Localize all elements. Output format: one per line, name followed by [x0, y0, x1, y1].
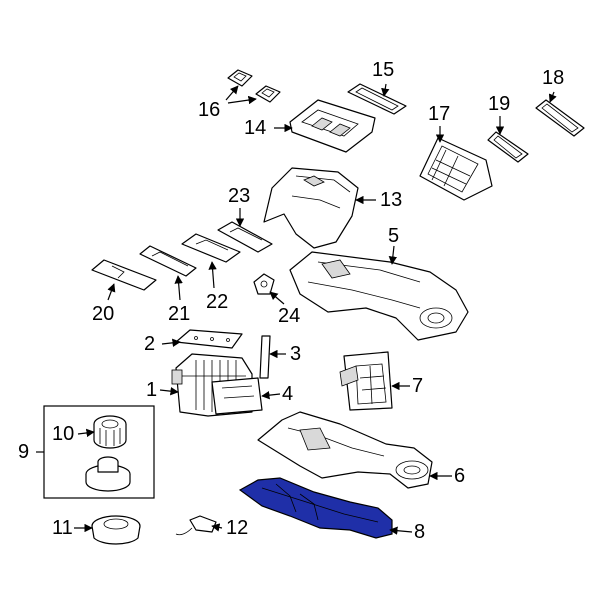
part-6-lower-housing — [257, 411, 433, 489]
callout-19: 19 — [488, 93, 511, 115]
callout-14: 14 — [244, 117, 267, 139]
callout-4: 4 — [282, 383, 294, 405]
part-5-main-housing — [289, 251, 469, 341]
callout-10: 10 — [52, 423, 75, 445]
part-13-upper-housing — [263, 167, 359, 249]
part-23-plate — [217, 221, 273, 253]
callout-2: 2 — [144, 333, 156, 355]
callout-22: 22 — [206, 291, 229, 313]
part-17-filter-housing — [419, 137, 493, 201]
callout-18: 18 — [542, 67, 565, 89]
callout-8: 8 — [414, 521, 426, 543]
part-7-core — [339, 351, 393, 411]
callout-17: 17 — [428, 103, 451, 125]
callout-5: 5 — [388, 225, 400, 247]
part-10-blower-wheel — [93, 415, 127, 449]
part-3-seal-strip — [259, 335, 271, 379]
part-12-resistor — [175, 515, 217, 536]
blower-motor — [85, 456, 131, 492]
callout-13: 13 — [380, 189, 403, 211]
part-19-filter — [487, 131, 529, 163]
callout-23: 23 — [228, 185, 251, 207]
leader-lines — [36, 83, 557, 535]
callout-11: 11 — [52, 517, 73, 539]
callout-12: 12 — [226, 517, 249, 539]
part-14-vent-panel — [289, 99, 376, 153]
part-16-gaskets — [227, 69, 281, 103]
callout-20: 20 — [92, 303, 115, 325]
part-24-actuator — [253, 273, 275, 295]
callout-9: 9 — [18, 441, 30, 463]
callout-16: 16 — [198, 99, 221, 121]
part-2-seal — [175, 329, 243, 349]
part-21-door — [139, 245, 197, 277]
callout-3: 3 — [290, 343, 302, 365]
callout-7: 7 — [412, 375, 424, 397]
part-4-evaporator — [211, 377, 263, 415]
part-11-blower-housing — [91, 515, 141, 545]
callout-1: 1 — [146, 379, 158, 401]
callout-21: 21 — [168, 303, 191, 325]
callout-15: 15 — [372, 59, 395, 81]
part-8-lower-case — [238, 477, 393, 539]
part-22-plate — [181, 233, 241, 263]
part-15-grille — [347, 83, 407, 115]
callout-24: 24 — [278, 305, 301, 327]
callout-6: 6 — [454, 465, 466, 487]
part-18-filter — [535, 99, 585, 137]
part-20-door — [91, 259, 157, 291]
